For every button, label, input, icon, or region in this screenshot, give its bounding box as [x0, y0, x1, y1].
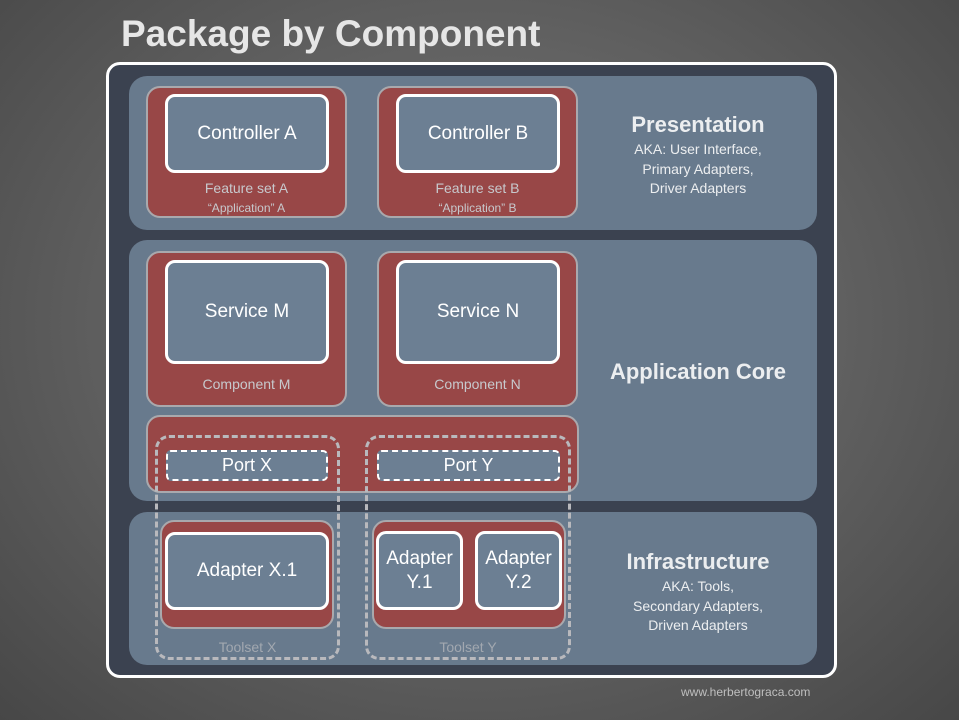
port-y: Port Y [377, 450, 560, 481]
page-title: Package by Component [121, 13, 541, 54]
feature-set-a-label: Feature set A [204, 180, 289, 196]
controller-a-box: Controller A [165, 94, 329, 173]
port-x: Port X [166, 450, 328, 481]
infrastructure-subtitle-line-1: AKA: Tools, [661, 578, 735, 594]
toolset-y-boundary [365, 435, 571, 660]
application-core-title: Application Core [609, 359, 786, 384]
adapter-y1-box: Adapter Y.1 [376, 531, 463, 610]
adapter-y2-box: Adapter Y.2 [475, 531, 562, 610]
feature-set-a-sublabel: “Application” A [207, 201, 286, 215]
toolset-y-label: Toolset Y [439, 639, 497, 655]
infrastructure-subtitle-line-3: Driven Adapters [648, 617, 748, 633]
credit-url: www.herbertograca.com [681, 685, 811, 699]
toolset-x-label: Toolset X [218, 639, 277, 655]
adapter-y1-line-1: Adapter [386, 547, 453, 569]
component-n-label: Component N [434, 376, 521, 392]
adapter-y2-line-1: Adapter [485, 547, 552, 569]
feature-set-b-sublabel: “Application” B [438, 201, 517, 215]
presentation-title: Presentation [631, 112, 765, 137]
feature-set-b-label: Feature set B [435, 180, 520, 196]
adapter-y1-line-2: Y.1 [406, 571, 433, 593]
presentation-subtitle-line-1: AKA: User Interface, [634, 141, 762, 157]
presentation-subtitle-line-3: Driver Adapters [649, 180, 747, 196]
adapter-x1-box: Adapter X.1 [165, 532, 329, 610]
service-m-box: Service M [165, 260, 329, 364]
component-m-label: Component M [202, 376, 291, 392]
infrastructure-subtitle-line-2: Secondary Adapters, [633, 598, 763, 614]
service-n-box: Service N [396, 260, 560, 364]
infrastructure-title: Infrastructure [626, 549, 770, 574]
toolset-x-boundary [155, 435, 340, 660]
presentation-subtitle-line-2: Primary Adapters, [642, 161, 754, 177]
adapter-y2-line-2: Y.2 [505, 571, 532, 593]
controller-b-box: Controller B [396, 94, 560, 173]
